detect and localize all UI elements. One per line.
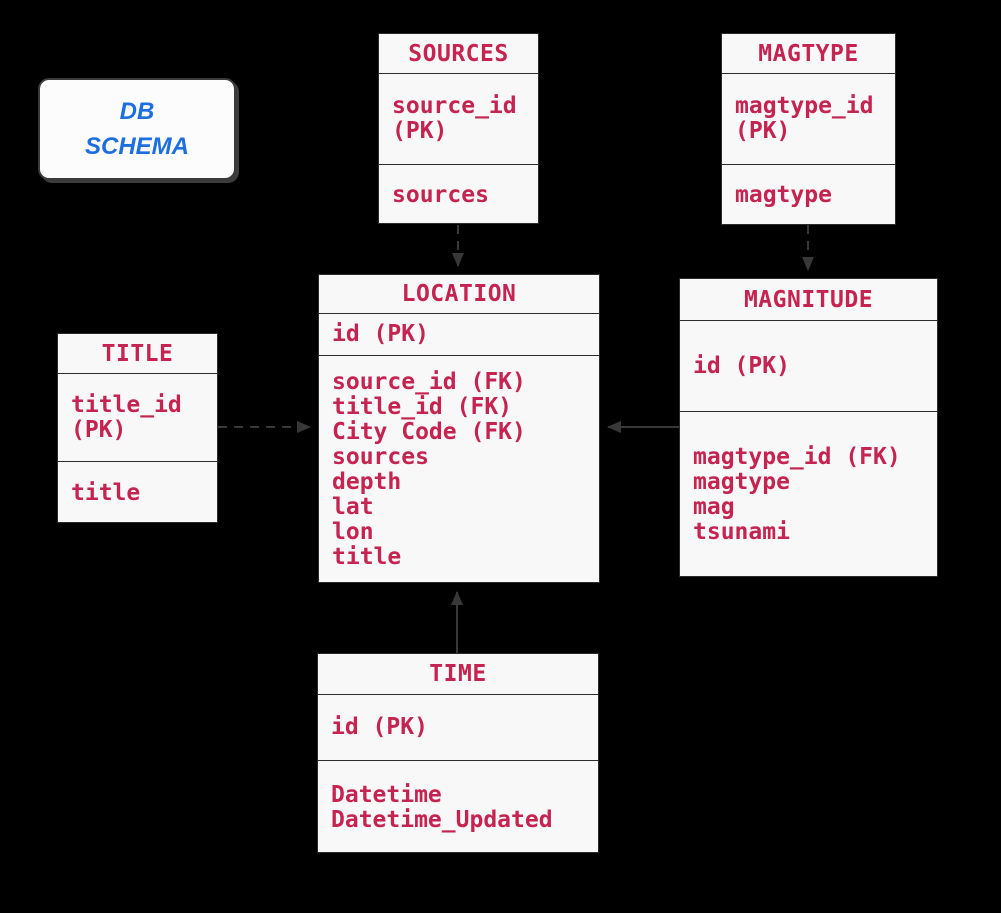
table-magtype: MAGTYPE magtype_id (PK) magtype: [721, 33, 896, 225]
sources-table-header: SOURCES: [408, 40, 509, 67]
time-pk-cell: id (PK): [318, 694, 598, 760]
time-table-header: TIME: [429, 661, 487, 687]
magtype-table-header: MAGTYPE: [758, 40, 859, 67]
magnitude-columns-cell: magtype_id (FK) magtype mag tsunami: [680, 411, 937, 578]
db-schema-label-box: DB SCHEMA: [38, 78, 236, 180]
table-title: TITLE title_id (PK) title: [57, 333, 218, 523]
table-sources: SOURCES source_id (PK) sources: [378, 33, 539, 224]
sources-pk-cell: source_id (PK): [379, 73, 538, 164]
table-magnitude: MAGNITUDE id (PK) magtype_id (FK) magtyp…: [679, 278, 938, 577]
db-schema-label-text: DB SCHEMA: [84, 98, 189, 160]
table-location: LOCATION id (PK) source_id (FK) title_id…: [318, 274, 600, 583]
location-pk-cell: id (PK): [319, 313, 599, 355]
time-columns-cell: Datetime Datetime_Updated: [318, 760, 598, 854]
sources-columns-cell: sources: [379, 164, 538, 225]
magtype-columns-cell: magtype: [722, 164, 895, 226]
title-columns-cell: title: [58, 461, 217, 524]
magnitude-pk-cell: id (PK): [680, 320, 937, 411]
title-table-header: TITLE: [101, 340, 174, 367]
table-time: TIME id (PK) Datetime Datetime_Updated: [317, 653, 599, 853]
title-pk-cell: title_id (PK): [58, 373, 217, 461]
location-table-header: LOCATION: [401, 281, 517, 307]
magnitude-table-header: MAGNITUDE: [743, 286, 874, 313]
location-columns-cell: source_id (FK) title_id (FK) City Code (…: [319, 355, 599, 584]
magtype-pk-cell: magtype_id (PK): [722, 73, 895, 164]
